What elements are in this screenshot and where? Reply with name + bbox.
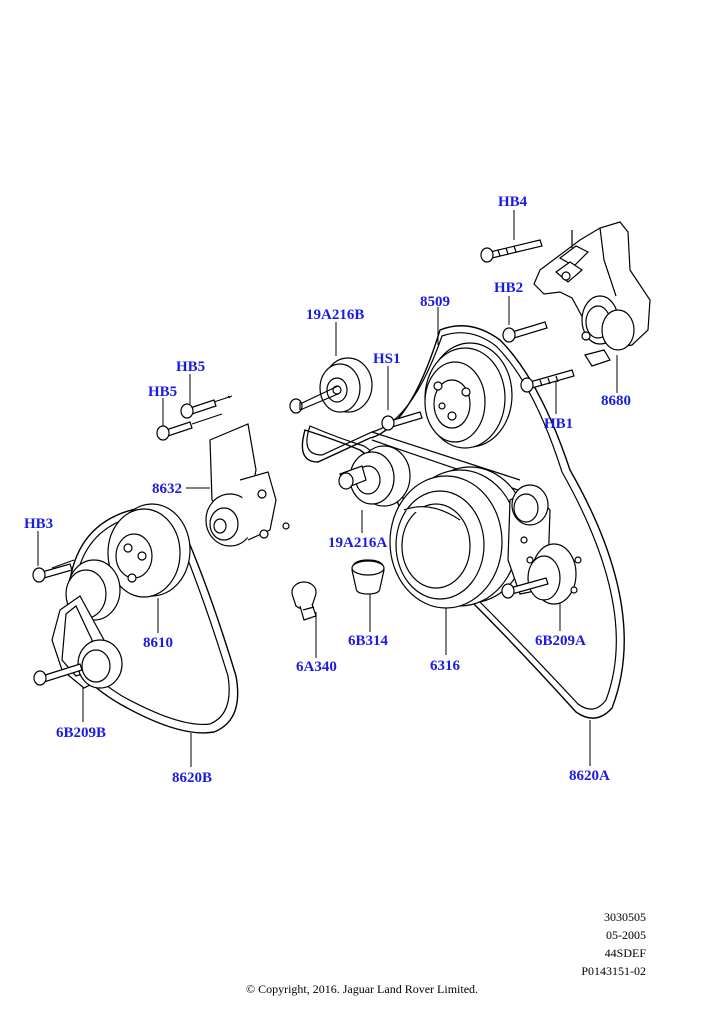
bracket-8680 (533, 221, 651, 367)
drawing-date: 05-2005 (606, 928, 646, 942)
tensioner-6b209a (501, 484, 582, 605)
copyright-notice: © Copyright, 2016. Jaguar Land Rover Lim… (245, 982, 479, 996)
callout-6b209a[interactable]: 6B209A (535, 633, 586, 649)
callout-6a340[interactable]: 6A340 (296, 659, 337, 675)
bolt-hb1 (520, 369, 575, 393)
callout-19a216b[interactable]: 19A216B (306, 307, 365, 323)
crank-pulley-6316 (389, 466, 529, 609)
drawing-part-code: P0143151-02 (581, 964, 646, 978)
callout-8680[interactable]: 8680 (601, 393, 631, 409)
callout-hb4[interactable]: HB4 (498, 194, 528, 210)
washer-6b314 (351, 559, 385, 595)
idler-19a216b (289, 357, 373, 414)
callout-6b209b[interactable]: 6B209B (56, 725, 107, 741)
callout-hb5-bottom[interactable]: HB5 (148, 384, 178, 400)
callout-hb2[interactable]: HB2 (494, 280, 524, 296)
callout-8509[interactable]: 8509 (420, 294, 450, 310)
bolt-6a340 (291, 581, 317, 621)
bolt-hb5-bottom (156, 421, 193, 441)
bolt-hb2 (502, 321, 548, 343)
tensioner-6b209b (33, 559, 123, 689)
callout-8632[interactable]: 8632 (152, 481, 182, 497)
leader-lines (37, 210, 618, 767)
callout-8610[interactable]: 8610 (143, 635, 173, 651)
pulley-8509 (424, 342, 513, 449)
bolt-hb5-top (180, 399, 217, 419)
bolt-hb3 (32, 563, 73, 583)
callout-8620a[interactable]: 8620A (569, 768, 610, 784)
drawing-model-code: 44SDEF (604, 946, 646, 960)
tensioner-module-8632 (205, 395, 290, 547)
callout-6b314[interactable]: 6B314 (348, 633, 389, 649)
dashed-guides (51, 395, 233, 569)
pulley-8610 (107, 503, 191, 598)
callout-6316[interactable]: 6316 (430, 658, 460, 674)
idler-19a216a (338, 445, 411, 507)
callout-hb3[interactable]: HB3 (24, 516, 54, 532)
callout-hs1[interactable]: HS1 (373, 351, 401, 367)
callout-hb1[interactable]: HB1 (544, 416, 574, 432)
drawing-ref-number: 3030505 (604, 910, 646, 924)
callout-8620b[interactable]: 8620B (172, 770, 213, 786)
callout-19a216a[interactable]: 19A216A (328, 535, 388, 551)
bolt-hb4 (480, 239, 543, 263)
bolt-hs1 (381, 411, 423, 431)
callout-hb5-top[interactable]: HB5 (176, 359, 206, 375)
